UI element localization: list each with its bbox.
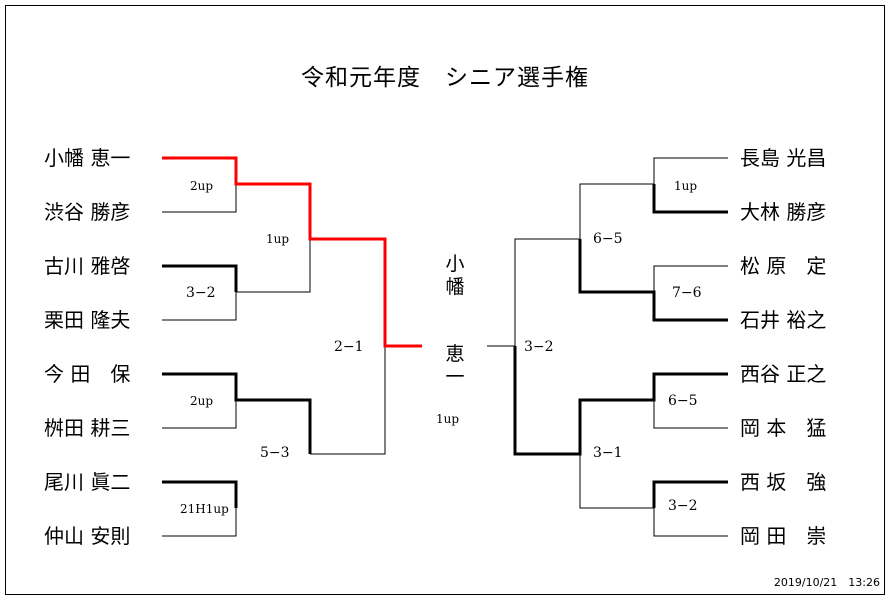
line-right-r1-2-winner — [578, 239, 728, 322]
line-right-r1-4-loser — [653, 508, 728, 537]
score-left-r3: 2−1 — [334, 339, 364, 355]
thin-lines — [162, 157, 728, 537]
score-right-r1-2: 7−6 — [672, 285, 702, 301]
line-left-r2-1-loser — [236, 239, 311, 293]
line-left-r1-4-loser — [162, 508, 237, 537]
player-left-7: 尾川 眞二 — [44, 470, 131, 494]
champion-char-3: 恵 — [445, 343, 465, 365]
line-left-r1-4-winner — [162, 480, 238, 508]
line-right-r2-2-loser — [579, 454, 654, 509]
player-right-4: 石井 裕之 — [740, 308, 827, 332]
line-right-r1-1-winner — [652, 184, 728, 214]
score-left-r1-1: 2up — [190, 179, 214, 193]
player-right-6: 岡 本 猛 — [740, 416, 827, 440]
player-right-1: 長島 光昌 — [740, 146, 827, 170]
player-right-3: 松 原 定 — [740, 254, 827, 278]
thick-lines — [162, 184, 728, 508]
line-right-r1-3-winner — [513, 346, 728, 456]
score-right-r3: 3−2 — [524, 339, 554, 355]
line-right-r1-4-winner — [652, 480, 728, 508]
player-right-2: 大林 勝彦 — [740, 200, 827, 224]
line-right-r3-loser — [514, 238, 580, 346]
score-left-r1-3: 2up — [190, 394, 214, 408]
player-left-1: 小幡 恵一 — [44, 146, 131, 170]
player-left-8: 仲山 安則 — [44, 524, 131, 548]
player-right-8: 岡 田 崇 — [740, 524, 827, 548]
line-left-r1-2-winner — [162, 264, 238, 292]
player-left-5: 今 田 保 — [44, 362, 131, 386]
score-right-r2-2: 3−1 — [593, 445, 623, 461]
timestamp: 2019/10/21 13:26 — [773, 576, 880, 589]
score-right-r1-4: 3−2 — [668, 498, 698, 514]
line-right-r1-3-loser — [653, 400, 728, 429]
line-left-r1-3-loser — [162, 400, 237, 429]
score-left-r2-2: 5−3 — [260, 445, 290, 461]
player-left-4: 栗田 隆夫 — [44, 308, 131, 332]
score-right-r2-1: 6−5 — [593, 231, 623, 247]
line-right-r2-1-loser — [579, 183, 654, 239]
champion-char-1: 小 — [445, 253, 465, 275]
score-right-r1-1: 1up — [674, 179, 698, 193]
score-left-r2-1: 1up — [266, 232, 290, 246]
champion-char-2: 幡 — [445, 276, 465, 298]
page-title: 令和元年度 シニア選手権 — [301, 65, 589, 91]
line-left-r1-1-loser — [162, 184, 237, 213]
line-left-r1-2-loser — [162, 292, 237, 321]
champion-path — [162, 156, 422, 348]
player-right-7: 西 坂 強 — [740, 470, 827, 494]
line-left-r1-3-winner — [162, 372, 312, 454]
line-right-r1-2-loser — [653, 265, 728, 292]
player-left-6: 桝田 耕三 — [44, 416, 131, 440]
score-right-r1-3: 6−5 — [668, 393, 698, 409]
champion-char-4: 一 — [445, 366, 465, 388]
line-left-r2-2-loser — [310, 346, 386, 455]
line-right-r1-1-loser — [653, 157, 728, 184]
bracket-frame — [5, 5, 885, 595]
player-left-2: 渋谷 勝彦 — [44, 200, 131, 224]
final-score: 1up — [436, 412, 460, 426]
score-left-r1-4: 21H1up — [180, 502, 229, 516]
player-right-5: 西谷 正之 — [740, 362, 827, 386]
player-left-3: 古川 雅啓 — [44, 254, 131, 278]
score-left-r1-2: 3−2 — [186, 285, 216, 301]
